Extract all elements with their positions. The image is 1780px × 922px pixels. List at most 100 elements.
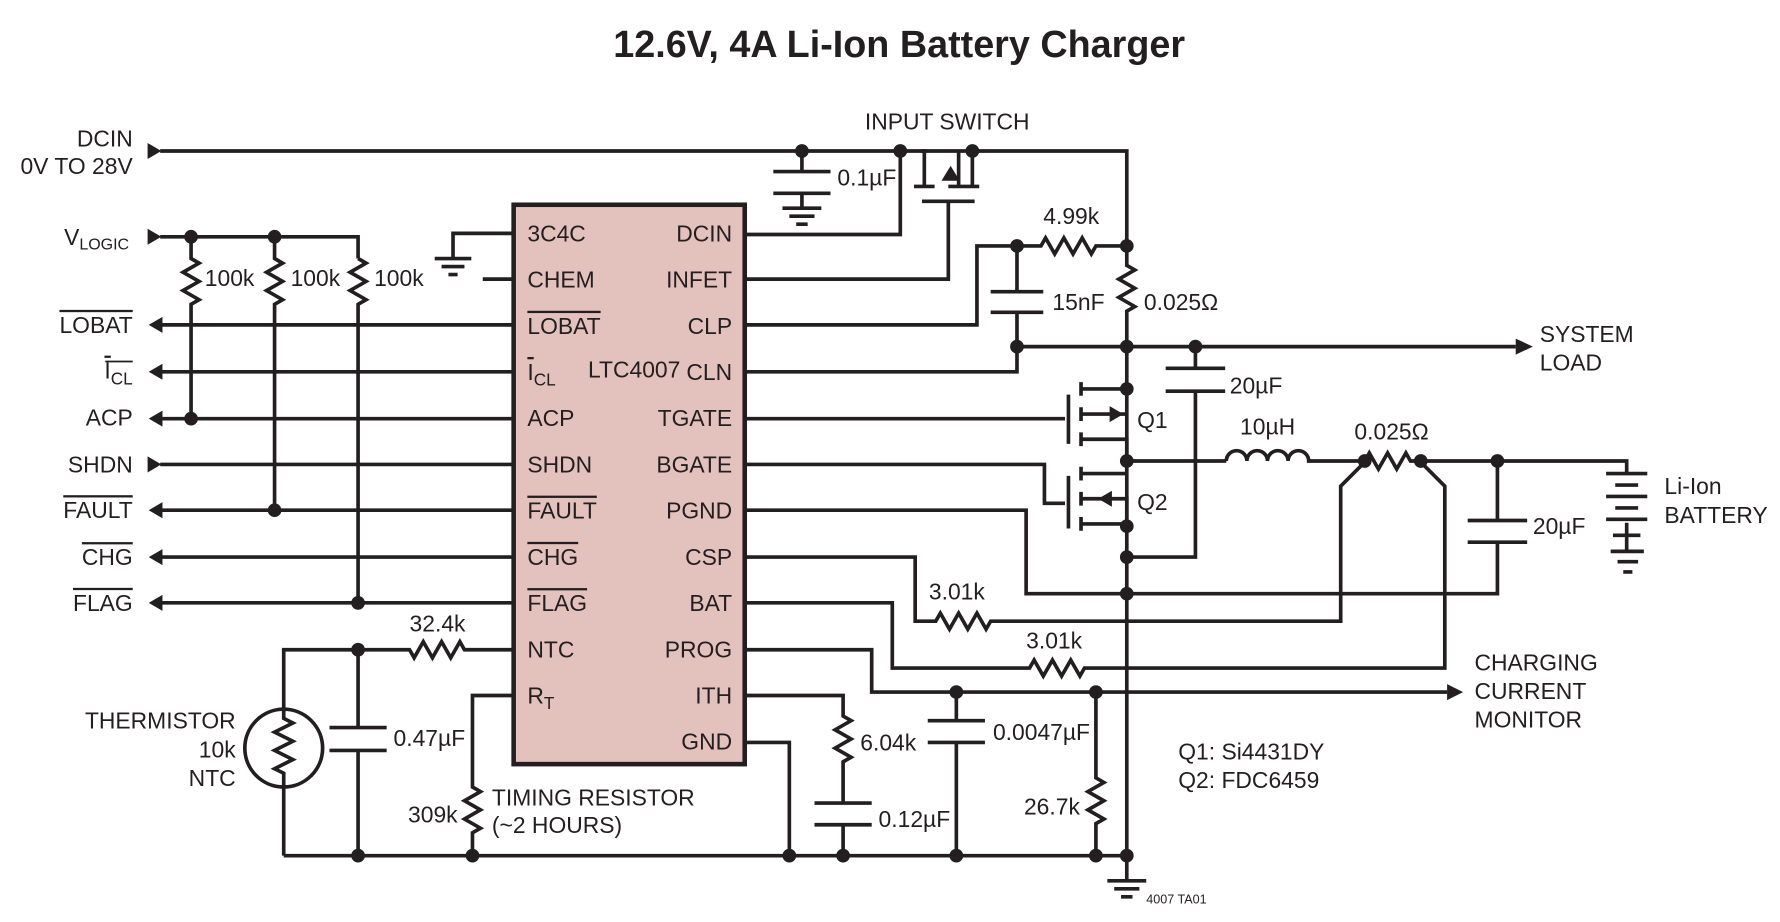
- thermistor-ntc: [242, 707, 325, 856]
- c-ntc-value: 0.47µF: [394, 725, 466, 751]
- dcin-input-arrow-icon: [147, 142, 162, 160]
- system-load-label-2: LOAD: [1540, 350, 1602, 376]
- ic-pin-shdn: SHDN: [527, 451, 592, 477]
- vlogic-label: VLOGIC: [64, 224, 129, 254]
- inductor: [1224, 448, 1362, 463]
- icl-arrow-icon: [148, 363, 163, 380]
- acp-arrow-icon: [148, 410, 163, 427]
- main-ground-icon: [1107, 855, 1147, 899]
- wire-3c4c: [451, 231, 514, 259]
- chg-arrow-icon: [148, 549, 163, 566]
- r-bat-value: 3.01k: [1026, 628, 1082, 654]
- mosfet-q2-icon: [744, 462, 1129, 531]
- battery-label-2: BATTERY: [1664, 502, 1767, 528]
- ic-pin-dcin: DCIN: [676, 220, 732, 246]
- lobat-output-label: LOBAT: [59, 312, 132, 338]
- wire-pgnd: [744, 508, 1500, 596]
- c-prog-value: 0.0047µF: [993, 719, 1090, 745]
- c-sys-value: 20µF: [1230, 373, 1283, 399]
- icl-output-label: ICL: [104, 358, 132, 389]
- ic-pin-ntc: NTC: [527, 636, 574, 662]
- capacitor-prog: [927, 692, 985, 856]
- wire-ntc: [281, 638, 514, 712]
- resistor-pullup-lobat: [179, 236, 203, 419]
- ic-pin-cln: CLN: [686, 359, 732, 385]
- acp-output-label: ACP: [86, 405, 133, 431]
- system-load-label-1: SYSTEM: [1540, 321, 1634, 347]
- ic-pin-bgate: BGATE: [656, 451, 732, 477]
- ic-pin-chg: CHG: [527, 544, 578, 570]
- ic-pin-gnd: GND: [681, 729, 732, 755]
- c-bat-value: 20µF: [1533, 513, 1586, 539]
- ic-part-name: LTC4007: [588, 356, 680, 382]
- ic-pin-ith: ITH: [695, 683, 732, 709]
- fault-output-label: FAULT: [63, 497, 132, 523]
- system-load-arrow-icon: [1515, 338, 1533, 355]
- wire-prog: [744, 647, 1448, 694]
- resistor-clp: [744, 234, 1127, 327]
- ground-3c4c-icon: [434, 256, 472, 277]
- shdn-arrow-icon: [147, 456, 162, 473]
- wire-csp-sense: [744, 464, 1363, 633]
- pullup1-value: 100k: [205, 265, 255, 291]
- wire-bat-sense: [744, 464, 1447, 680]
- r-ntc-value: 32.4k: [410, 610, 466, 636]
- monitor-label-1: CHARGING: [1475, 649, 1598, 675]
- resistor-pullup-flag: [346, 256, 370, 603]
- q1-part-note: Q1: Si4431DY: [1178, 739, 1324, 765]
- ic-ltc4007-body: [511, 202, 748, 767]
- q2-label: Q2: [1137, 489, 1168, 515]
- wire-vlogic: [160, 234, 360, 259]
- c-in-value: 0.1µF: [837, 164, 896, 190]
- ic-pin-fault: FAULT: [527, 498, 596, 524]
- figure-id: 4007 TA01: [1146, 893, 1206, 907]
- q2-part-note: Q2: FDC6459: [1178, 767, 1319, 793]
- flag-arrow-icon: [148, 594, 163, 611]
- vlogic-input-arrow-icon: [147, 228, 162, 245]
- ic-pin-rt: RT: [527, 683, 555, 714]
- ic-pin-lobat: LOBAT: [527, 313, 600, 339]
- capacitor-clp: [744, 245, 1044, 374]
- ic-pin-infet: INFET: [666, 267, 732, 293]
- monitor-arrow-icon: [1447, 684, 1464, 701]
- resistor-timing: [460, 693, 514, 856]
- ic-pin-clp: CLP: [688, 313, 732, 339]
- c-clp-value: 15nF: [1052, 289, 1104, 315]
- fault-arrow-icon: [148, 502, 163, 519]
- dcin-range-label: 0V TO 28V: [20, 153, 133, 179]
- chg-output-label: CHG: [82, 544, 133, 570]
- ic-pin-csp: CSP: [685, 544, 732, 570]
- mosfet-q1-icon: [744, 382, 1129, 461]
- lobat-arrow-icon: [148, 316, 163, 333]
- ic-pin-bat: BAT: [689, 590, 732, 616]
- inductor-value: 10µH: [1240, 414, 1295, 440]
- ic-pin-chem: CHEM: [527, 267, 594, 293]
- ic-pin-pgnd: PGND: [666, 498, 732, 524]
- ic-pin-acp: ACP: [527, 405, 574, 431]
- shdn-input-label: SHDN: [68, 451, 133, 477]
- ic-pin-3c4c: 3C4C: [527, 220, 585, 246]
- power-rail-vertical: [1115, 245, 1139, 856]
- pullup2-value: 100k: [291, 265, 341, 291]
- capacitor-ntc: [329, 649, 387, 856]
- ic-pin-flag: FLAG: [527, 590, 587, 616]
- battery-icon: [1606, 471, 1648, 574]
- c-ith-value: 0.12µF: [879, 806, 951, 832]
- resistor-prog: [1084, 692, 1108, 856]
- timing-duration: (~2 HOURS): [492, 812, 622, 838]
- ic-left-pin-labels: 3C4C CHEM LOBAT ICL ACP SHDN FAULT CHG FLAG NTC RT: [527, 220, 600, 713]
- r-timing-value: 309k: [408, 801, 458, 827]
- input-switch-label: INPUT SWITCH: [865, 108, 1030, 134]
- ic-pin-prog: PROG: [665, 636, 732, 662]
- flag-output-label: FLAG: [73, 590, 133, 616]
- wire-dcin-main: [160, 149, 1129, 246]
- ith-compensation: [744, 693, 872, 856]
- r-sense-bat-value: 0.025Ω: [1354, 418, 1428, 444]
- capacitor-system: [1126, 346, 1226, 559]
- pullup3-value: 100k: [374, 265, 424, 291]
- ic-right-pin-labels: DCIN INFET CLP CLN TGATE BGATE PGND CSP BAT PROG I…: [656, 220, 732, 754]
- input-switch-mosfet-icon: [744, 149, 980, 281]
- ic-pin-tgate: TGATE: [658, 405, 733, 431]
- ic-pin-icl: ICL: [527, 359, 555, 390]
